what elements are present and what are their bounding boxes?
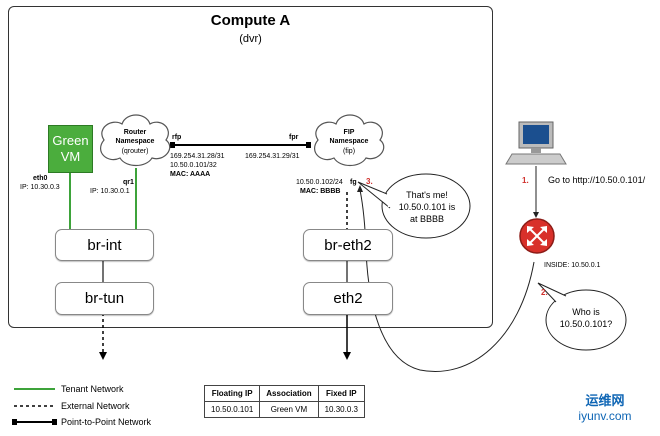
vm-eth0-label: eth0 (33, 175, 48, 182)
arrow-2-curve (359, 189, 535, 372)
arrow-down-eth2 (343, 352, 351, 360)
rfp-ip1: 169.254.31.28/31 (170, 153, 225, 160)
legend-p2p: Point-to-Point Network (61, 417, 152, 427)
bubble-who-is-text: Who is 10.50.0.101? (559, 307, 613, 329)
compute-title: Compute A (210, 12, 291, 29)
arrow-down-tun (99, 352, 107, 360)
bubble-who-is-shape (545, 289, 627, 351)
router-cloud-shape (100, 114, 171, 167)
fg-label: fg (350, 179, 357, 186)
compute-a-box (8, 6, 493, 328)
fip-ns-title: FIP Namespace (329, 129, 369, 145)
eth2-box: eth2 (303, 282, 393, 315)
inside-router-label: INSIDE: 10.50.0.1 (544, 262, 601, 269)
fg-mac: MAC: BBBB (300, 188, 341, 195)
table-cell: Green VM (259, 401, 319, 418)
step-1-text: Go to http://10.50.0.101/ (548, 175, 646, 185)
br-tun-label: br-tun (84, 290, 125, 307)
legend-tenant: Tenant Network (61, 384, 124, 394)
bubble-thats-me-text: That's me! 10.50.0.101 is at BBBB (398, 190, 456, 224)
rfp-ip2: 10.50.0.101/32 (170, 162, 217, 169)
watermark-url: iyunv.com (578, 409, 632, 423)
green-vm-box: Green VM (48, 125, 93, 173)
fpr-ip: 169.254.31.29/31 (245, 153, 300, 160)
compute-subtitle: (dvr) (239, 33, 262, 45)
green-vm-label: Green VM (52, 133, 89, 164)
table-header: Fixed IP (317, 385, 365, 402)
table-header-row: Floating IP Association Fixed IP (203, 385, 365, 402)
br-eth2-label: br-eth2 (324, 236, 372, 254)
eth2-label: eth2 (333, 290, 363, 307)
computer-icon (505, 121, 567, 165)
step-3-label: 3. (366, 177, 373, 186)
fpr-label: fpr (289, 134, 299, 141)
floating-ip-table: Floating IP Association Fixed IP 10.50.0… (203, 385, 365, 418)
table-cell: 10.30.0.3 (317, 401, 365, 418)
qr1-ip: IP: 10.30.0.1 (90, 188, 130, 195)
watermark-cn: 运维网 (585, 393, 625, 408)
br-tun-box: br-tun (55, 282, 154, 315)
router-ns-title: Router Namespace (115, 129, 155, 145)
step-2-label: 2. (541, 288, 548, 297)
table-header: Floating IP (203, 385, 261, 402)
br-eth2-box: br-eth2 (303, 229, 393, 261)
br-int-label: br-int (87, 236, 122, 254)
vm-ip-label: IP: 10.30.0.3 (20, 184, 60, 191)
rfp-label: rfp (172, 134, 182, 141)
fg-ip: 10.50.0.102/24 (296, 179, 343, 186)
rfp-mac: MAC: AAAA (170, 171, 211, 178)
table-header: Association (259, 385, 319, 402)
bubble-thats-me-shape (381, 173, 471, 239)
watermark: 运维网 iyunv.com (570, 390, 640, 423)
step-1-label: 1. (522, 176, 529, 185)
fip-ns-name: (fip) (342, 148, 356, 155)
br-int-box: br-int (55, 229, 154, 261)
fip-cloud-shape (314, 114, 385, 167)
table-row: 10.50.0.101 Green VM 10.30.0.3 (203, 401, 365, 418)
qr1-label: qr1 (123, 179, 134, 186)
router-ns-name: (qrouter) (121, 148, 149, 155)
table-cell: 10.50.0.101 (203, 401, 261, 418)
legend-external: External Network (61, 401, 130, 411)
